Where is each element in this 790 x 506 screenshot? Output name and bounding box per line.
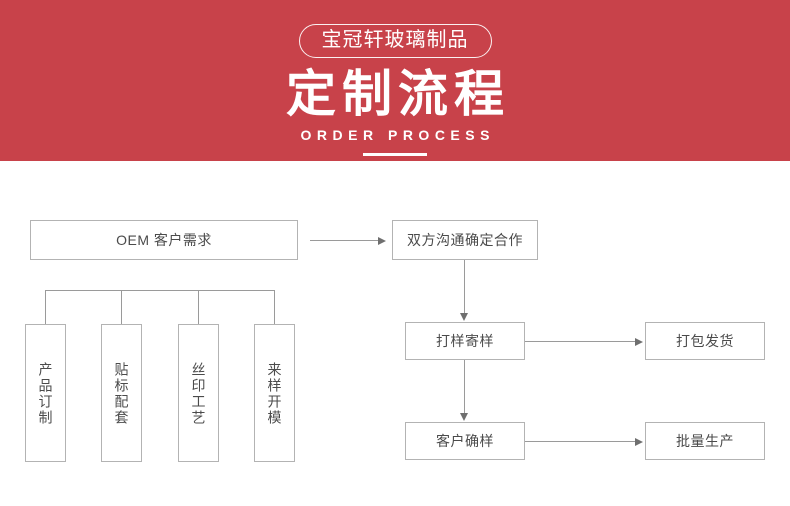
connector-bus-horizontal <box>45 290 275 291</box>
connector-communicate-to-sample <box>464 260 465 313</box>
flow-node-communicate: 双方沟通确定合作 <box>392 220 538 260</box>
flow-node-packing-shipping: 打包发货 <box>645 322 765 360</box>
page-title: 定制流程 <box>286 66 510 122</box>
title-underline-rule <box>363 153 427 156</box>
flow-node-option-sample-mold: 来样开模 <box>254 324 295 462</box>
flow-node-customer-confirm: 客户确样 <box>405 422 525 460</box>
brand-badge: 宝冠轩玻璃制品 <box>298 24 492 58</box>
process-flowchart: OEM 客户需求 产品订制 贴标配套 丝印工艺 来样开模 双方沟通确定合作 打样… <box>0 161 790 506</box>
flow-node-option-product-customization: 产品订制 <box>25 324 66 462</box>
banner-content: 宝冠轩玻璃制品 定制流程 ORDER PROCESS <box>0 0 790 161</box>
arrowhead-sample-to-confirm <box>460 413 468 421</box>
connector-sample-to-confirm <box>464 360 465 413</box>
arrowhead-oem-to-communicate <box>378 236 386 245</box>
page-subtitle: ORDER PROCESS <box>300 127 495 143</box>
page-header-banner: 宝冠轩玻璃制品 定制流程 ORDER PROCESS <box>0 0 790 161</box>
connector-sample-to-packing <box>525 341 635 342</box>
flow-node-mass-production: 批量生产 <box>645 422 765 460</box>
connector-confirm-to-production <box>525 441 635 442</box>
flow-node-option-labeling: 贴标配套 <box>101 324 142 462</box>
connector-bus-drop-3 <box>198 290 199 324</box>
arrowhead-communicate-to-sample <box>460 313 468 321</box>
arrowhead-sample-to-packing <box>635 337 643 346</box>
arrowhead-confirm-to-production <box>635 437 643 446</box>
flow-node-option-silkscreen: 丝印工艺 <box>178 324 219 462</box>
flow-node-sample: 打样寄样 <box>405 322 525 360</box>
connector-bus-drop-4 <box>274 290 275 324</box>
flow-node-oem-requirement: OEM 客户需求 <box>30 220 298 260</box>
connector-bus-drop-1 <box>45 290 46 324</box>
connector-bus-drop-2 <box>121 290 122 324</box>
connector-oem-to-communicate <box>310 240 378 241</box>
